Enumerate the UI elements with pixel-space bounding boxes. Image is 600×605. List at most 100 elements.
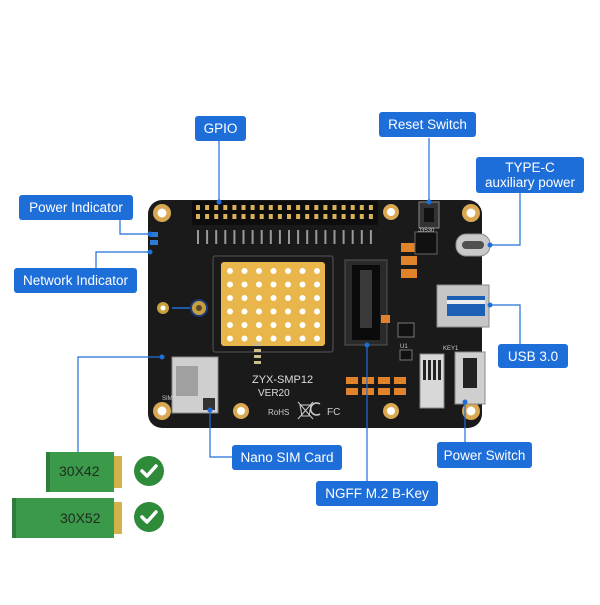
mount-hole-center (160, 305, 166, 311)
usb3-tongue (447, 296, 485, 316)
gpio-pin (359, 205, 364, 210)
capacitors (346, 243, 417, 395)
gpio-pin (359, 214, 364, 219)
pad-dot (241, 295, 248, 301)
gpio-pin (341, 214, 346, 219)
nano-sim-card-label: Nano SIM Card (232, 445, 342, 470)
pad-dot (256, 335, 262, 342)
module-outline (212, 255, 334, 353)
gpio-pin (232, 214, 237, 219)
power-switch-label: Power Switch (437, 442, 532, 468)
gpio-pin (323, 214, 328, 219)
gpio-pin (205, 214, 210, 219)
gpio-pin (250, 214, 255, 219)
sim-tray (176, 366, 198, 396)
typec-auxiliary-power-label: TYPE-C auxiliary power (476, 157, 584, 193)
silkscreen-mark (215, 230, 218, 244)
silkscreen-mark (315, 230, 318, 244)
gpio-pin (214, 205, 219, 210)
board-version: VER20 (258, 388, 290, 399)
gpio-pin (259, 214, 264, 219)
silkscreen-mark (251, 230, 254, 244)
gpio-pin (332, 205, 337, 210)
pad-dot (285, 295, 291, 301)
pad-dot (314, 295, 320, 301)
thermal-pad (221, 262, 325, 346)
pad-dot (241, 281, 248, 288)
board-model: ZYX-SMP12 (252, 374, 313, 386)
silkscreen-mark (369, 230, 372, 244)
pad-dot (270, 335, 277, 342)
silkscreen-mark (224, 230, 227, 244)
indicator-leds (150, 232, 158, 245)
gpio-pin (196, 214, 200, 219)
typec-leader (490, 192, 521, 246)
gpio-pin (305, 205, 310, 210)
pad-dot (299, 281, 306, 288)
pad-dot (270, 322, 277, 328)
check-icon-30x52 (134, 502, 164, 532)
gpio-pin (287, 205, 291, 210)
pad-dot (256, 281, 262, 288)
pad-dot (256, 308, 262, 315)
leader-lines (77, 138, 521, 482)
silkscreen-mark (342, 230, 345, 244)
pad-dot (314, 281, 320, 288)
thermal-pad-dots (227, 268, 320, 342)
gpio-pin (214, 214, 219, 219)
resistors (254, 343, 261, 364)
gpio-pin (368, 214, 373, 219)
pad-dot (285, 308, 291, 315)
ngff-m2-bkey-label: NGFF M.2 B-Key (316, 481, 438, 506)
pad-dot (227, 281, 233, 288)
chip-u5 (397, 322, 415, 338)
gpio-pin (241, 205, 246, 210)
pad-dot (241, 322, 248, 328)
silkscreen-mark (197, 230, 199, 244)
fc-mark: FC (327, 407, 340, 418)
silkscreen-mark (288, 230, 290, 244)
silkscreen-mark (269, 230, 272, 244)
usb3-leader (490, 304, 521, 348)
pad-dot (256, 268, 262, 274)
pad-dot (241, 335, 248, 342)
pad-dot (285, 268, 291, 274)
typec-label-line2: auxiliary power (484, 175, 576, 190)
gpio-pin (350, 214, 355, 219)
pad-dot (270, 268, 277, 274)
m2-slot-contacts (360, 270, 372, 328)
ce-mark (310, 402, 321, 416)
silkscreen-mark (351, 230, 354, 244)
key1-silk: KEY1 (443, 346, 459, 352)
gpio-pin (341, 205, 346, 210)
rohs-mark: RoHS (268, 408, 289, 417)
u1-silk: U1 (400, 344, 408, 350)
pad-dot (314, 335, 320, 342)
silkscreen-mark (333, 230, 336, 244)
pad-dot (241, 268, 248, 274)
m2-size-30x42: 30X42 (59, 463, 100, 479)
pad-dot (270, 295, 277, 301)
gpio-pin (250, 205, 255, 210)
silkscreen-mark (278, 230, 281, 244)
network-indicator-label: Network Indicator (14, 268, 137, 293)
waste-bin-icon (297, 401, 314, 420)
usb3-label: USB 3.0 (498, 344, 568, 368)
pad-dot (227, 308, 233, 315)
pad-dot (270, 281, 277, 288)
sim-contact (203, 398, 215, 410)
silkscreen-mark (260, 230, 263, 244)
gpio-pin (196, 205, 200, 210)
gpio-silkscreen (197, 230, 372, 244)
silkscreen-mark (206, 230, 209, 244)
pad-dot (285, 322, 291, 328)
pad-dot (285, 281, 291, 288)
gpio-pin (368, 205, 373, 210)
silkscreen-mark (297, 230, 300, 244)
gpio-pin (223, 214, 228, 219)
usb3-contacts (447, 300, 485, 304)
reset-switch-label: Reset Switch (379, 112, 476, 137)
leader-dots (147, 199, 493, 413)
